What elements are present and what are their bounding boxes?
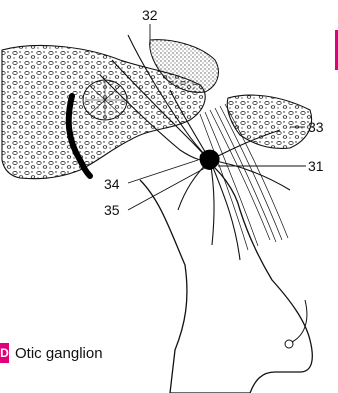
temporal-bone [227, 95, 311, 148]
caption-badge: D [0, 343, 9, 363]
hook-end [285, 340, 293, 348]
callout-35: 35 [104, 203, 120, 217]
callout-31: 31 [308, 159, 324, 173]
otic-ganglion [200, 150, 220, 170]
caption-text: Otic ganglion [15, 345, 103, 362]
callout-34: 34 [104, 177, 120, 191]
hook [292, 300, 307, 342]
callout-33: 33 [308, 120, 324, 134]
callout-32: 32 [142, 8, 158, 22]
figure-caption: D Otic ganglion [0, 343, 103, 363]
mandible [140, 160, 312, 393]
